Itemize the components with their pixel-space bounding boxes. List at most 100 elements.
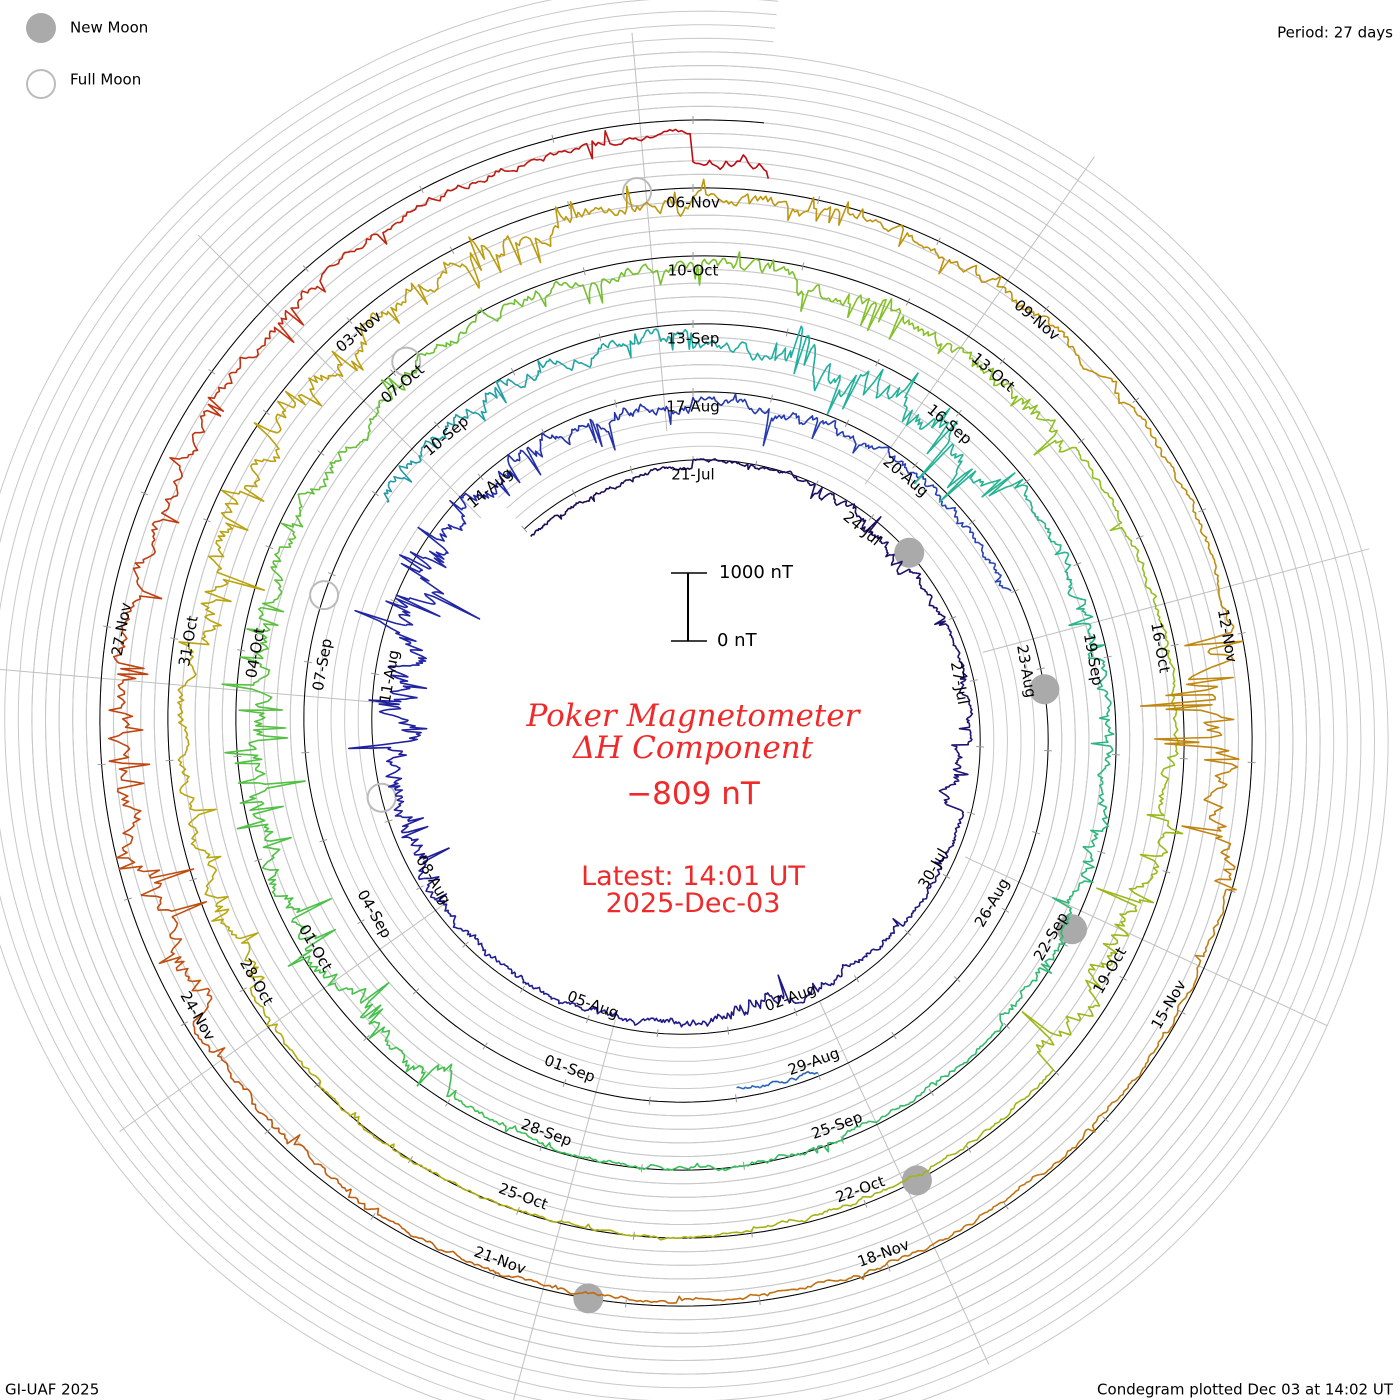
data-trace-segment bbox=[244, 949, 259, 978]
day-tick bbox=[371, 490, 379, 497]
data-trace-segment bbox=[560, 428, 579, 446]
data-trace-segment bbox=[979, 1200, 1007, 1217]
data-trace-segment bbox=[641, 328, 664, 342]
data-trace-segment bbox=[608, 1159, 632, 1168]
data-trace-segment bbox=[903, 1170, 929, 1183]
data-trace-segment bbox=[1090, 820, 1109, 842]
data-trace-segment bbox=[553, 997, 570, 1005]
day-tick bbox=[1043, 305, 1050, 313]
data-trace-segment bbox=[1168, 659, 1176, 686]
data-trace-segment bbox=[615, 1012, 631, 1023]
data-trace-segment bbox=[694, 396, 713, 403]
data-trace-segment bbox=[632, 130, 665, 142]
data-trace-segment bbox=[324, 1172, 352, 1192]
data-trace-segment bbox=[762, 408, 781, 447]
data-trace-segment bbox=[784, 325, 810, 375]
data-trace-segment bbox=[245, 459, 261, 488]
data-trace-segment bbox=[368, 1020, 391, 1042]
day-tick bbox=[801, 262, 805, 271]
data-trace-segment bbox=[1109, 516, 1130, 540]
data-trace-segment bbox=[1087, 955, 1113, 972]
data-trace-segment bbox=[1139, 837, 1169, 865]
data-trace-segment bbox=[1095, 1099, 1118, 1123]
data-trace-segment bbox=[923, 480, 938, 496]
data-trace-segment bbox=[828, 1203, 856, 1211]
data-trace-segment bbox=[1096, 373, 1119, 395]
data-trace-segment bbox=[821, 363, 841, 415]
day-tick bbox=[123, 897, 132, 901]
data-trace-segment bbox=[654, 1164, 679, 1171]
data-trace-segment bbox=[826, 370, 870, 415]
scale-bar: 1000 nT 0 nT bbox=[671, 562, 794, 651]
day-tick bbox=[814, 480, 819, 489]
day-tick bbox=[968, 519, 976, 525]
day-tick bbox=[868, 513, 875, 521]
data-trace-segment bbox=[661, 260, 688, 279]
data-trace-segment bbox=[384, 1040, 405, 1055]
data-trace-segment bbox=[220, 485, 265, 509]
day-tick bbox=[891, 1031, 897, 1040]
data-trace-segment bbox=[764, 992, 782, 1005]
data-trace-segment bbox=[404, 282, 431, 305]
data-trace-segment bbox=[140, 894, 208, 918]
data-trace-segment bbox=[1053, 1144, 1078, 1165]
data-trace-segment bbox=[291, 897, 332, 928]
day-tick bbox=[170, 637, 179, 640]
data-trace-segment bbox=[1206, 918, 1221, 947]
data-trace-segment bbox=[416, 1063, 453, 1087]
date-label: 04-Sep bbox=[353, 887, 395, 942]
data-trace-segment bbox=[927, 1154, 950, 1172]
scale-top-label: 1000 nT bbox=[719, 562, 794, 583]
data-trace-segment bbox=[108, 712, 144, 745]
data-trace-segment bbox=[1033, 418, 1058, 456]
radial-line bbox=[197, 234, 482, 519]
data-trace-segment bbox=[417, 526, 449, 555]
data-trace-segment bbox=[1023, 484, 1033, 508]
data-trace-segment bbox=[1096, 664, 1108, 690]
data-trace-segment bbox=[453, 408, 471, 426]
data-trace-segment bbox=[888, 315, 923, 340]
data-trace-segment bbox=[862, 208, 887, 231]
data-trace-segment bbox=[697, 1232, 725, 1238]
data-trace-segment bbox=[158, 947, 189, 976]
data-trace-segment bbox=[913, 438, 964, 485]
data-trace-segment bbox=[993, 564, 1002, 584]
data-trace-segment bbox=[1128, 538, 1142, 563]
data-trace-segment bbox=[443, 903, 456, 917]
date-label: 19-Oct bbox=[1089, 944, 1130, 997]
data-trace-segment bbox=[198, 1037, 226, 1061]
day-tick bbox=[817, 196, 820, 205]
data-trace-segment bbox=[368, 689, 418, 706]
latest-value: −809 nT bbox=[626, 776, 761, 812]
day-tick bbox=[727, 1026, 730, 1035]
data-trace-segment bbox=[1058, 330, 1077, 355]
day-tick bbox=[208, 368, 216, 375]
data-trace-segment bbox=[238, 702, 283, 727]
credit-left: GI-UAF 2025 bbox=[5, 1381, 99, 1399]
data-trace-segment bbox=[918, 1081, 938, 1097]
data-trace-segment bbox=[703, 340, 726, 350]
data-trace-segment bbox=[601, 130, 633, 146]
day-tick bbox=[419, 185, 424, 194]
data-trace-segment bbox=[938, 789, 962, 812]
data-trace-segment bbox=[830, 492, 844, 506]
data-trace-segment bbox=[261, 587, 285, 613]
data-trace-segment bbox=[1087, 623, 1096, 647]
data-trace-segment bbox=[477, 1110, 499, 1124]
radial-line bbox=[0, 668, 395, 705]
radial-line bbox=[982, 548, 1370, 653]
data-trace-segment bbox=[390, 673, 428, 691]
data-trace-segment bbox=[779, 412, 800, 421]
data-trace-segment bbox=[685, 258, 712, 286]
data-trace-segment bbox=[857, 1119, 880, 1128]
data-trace-segment bbox=[354, 609, 417, 644]
data-trace-segment bbox=[502, 235, 528, 266]
data-trace-segment bbox=[277, 299, 305, 326]
data-trace-segment bbox=[205, 852, 222, 879]
data-trace-segment bbox=[326, 1091, 347, 1113]
data-trace-segment bbox=[791, 473, 805, 483]
day-tick bbox=[140, 491, 149, 496]
day-tick bbox=[370, 672, 380, 676]
data-trace-segment bbox=[378, 703, 409, 723]
day-tick bbox=[582, 267, 586, 276]
